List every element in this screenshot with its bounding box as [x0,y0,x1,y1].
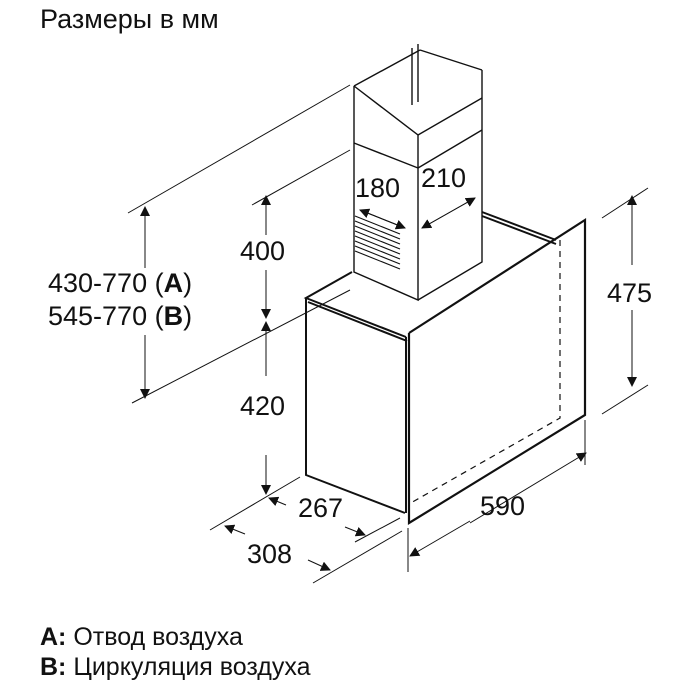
dim-chimney-width: 210 [421,163,467,193]
legend: A: Отвод воздуха B: Циркуляция воздуха [40,622,311,682]
dim-width: 590 [480,491,526,521]
glass-panel [407,217,587,525]
legend-item-b: B: Циркуляция воздуха [40,653,311,681]
dim-total-height-b: 545-770 (B) [48,301,193,331]
vent-grille [354,215,401,270]
hood-body [303,211,557,514]
dim-total-height-a: 430-770 (A) [48,268,193,298]
chimney [353,44,483,302]
dim-chimney-depth: 180 [355,173,401,203]
dim-body-height: 420 [240,391,286,421]
dim-chimney-height: 400 [240,236,286,266]
diagram-title: Размеры в мм [40,4,219,34]
dim-glass-height: 475 [607,278,653,308]
dim-body-depth: 267 [298,493,344,523]
dim-total-depth: 308 [247,539,293,569]
legend-item-a: A: Отвод воздуха [40,623,243,651]
dimension-lines [127,84,649,584]
